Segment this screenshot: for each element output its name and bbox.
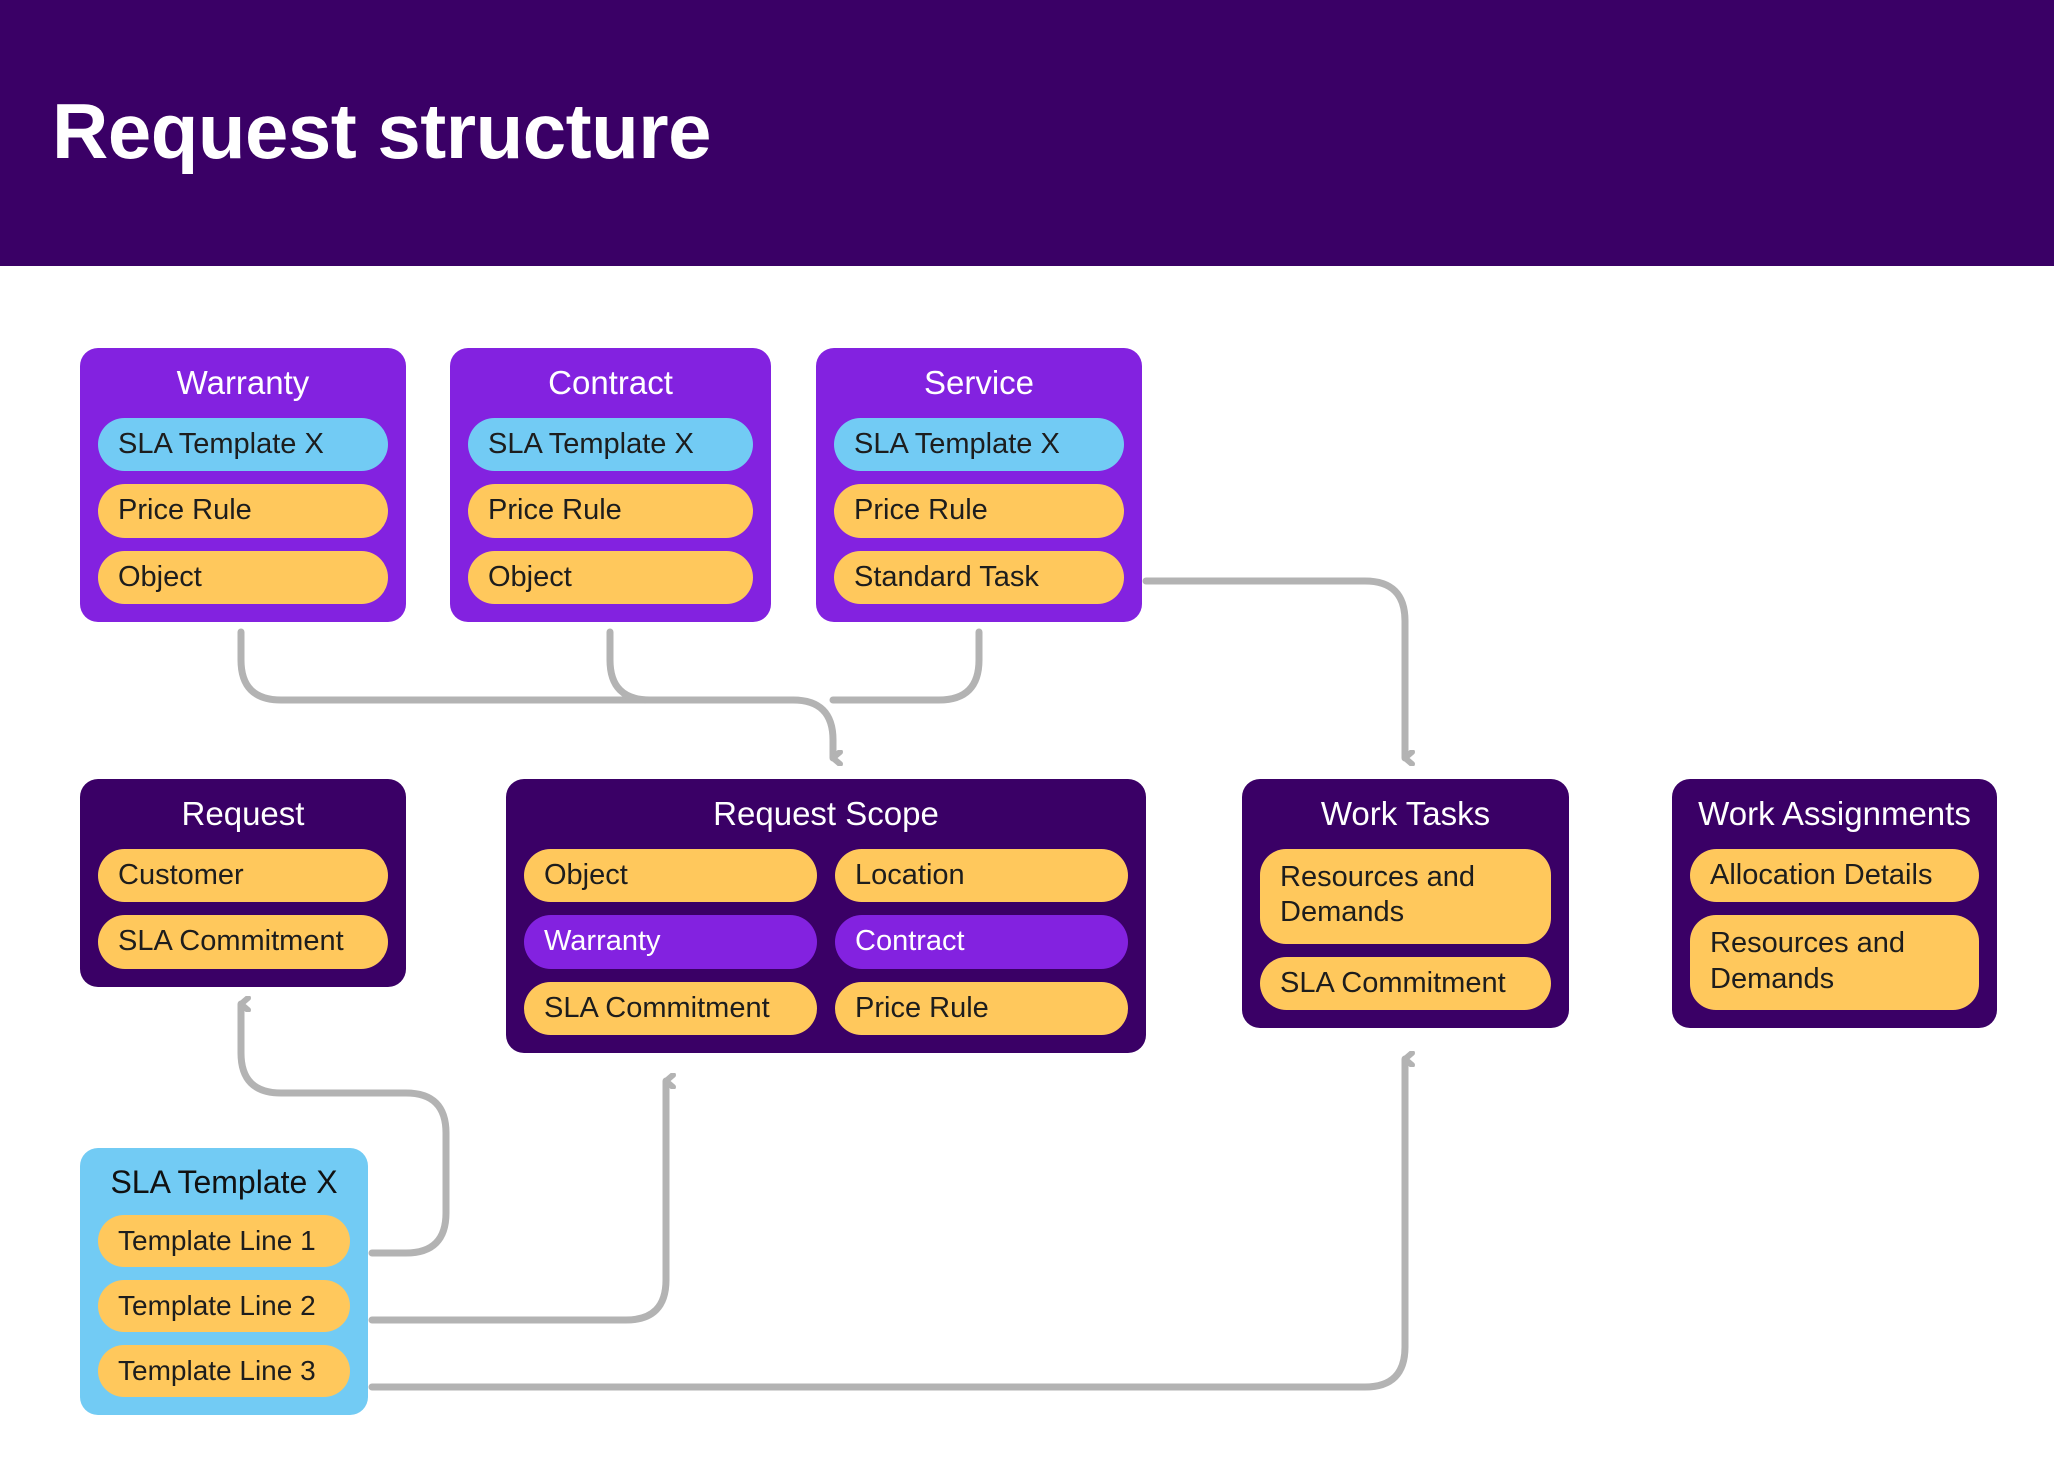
pill-service-standard-task[interactable]: Standard Task bbox=[834, 550, 1124, 605]
card-warranty-items: SLA Template X Price Rule Object bbox=[98, 417, 388, 605]
card-service-title: Service bbox=[923, 364, 1035, 401]
pill-work-assignments-allocation-details[interactable]: Allocation Details bbox=[1690, 848, 1979, 903]
card-request-title: Request bbox=[181, 795, 305, 832]
pill-request-sla-commitment[interactable]: SLA Commitment bbox=[98, 915, 388, 969]
card-service-items: SLA Template X Price Rule Standard Task bbox=[834, 417, 1124, 605]
pill-request-scope-location[interactable]: Location bbox=[835, 848, 1128, 903]
connector-warranty-to-request-scope bbox=[237, 628, 797, 704]
card-work-assignments[interactable]: Work Assignments Allocation Details Reso… bbox=[1672, 779, 1997, 1029]
card-request-items: Customer SLA Commitment bbox=[98, 848, 388, 969]
page-title: Request structure bbox=[52, 87, 712, 175]
pill-warranty-price-rule[interactable]: Price Rule bbox=[98, 484, 388, 538]
pill-request-customer[interactable]: Customer bbox=[98, 848, 388, 903]
card-warranty-title: Warranty bbox=[176, 364, 310, 401]
card-work-tasks-items: Resources and Demands SLA Commitment bbox=[1260, 848, 1551, 1011]
pill-service-price-rule[interactable]: Price Rule bbox=[834, 484, 1124, 538]
connector-contract-to-request-scope bbox=[606, 628, 797, 704]
pill-warranty-sla-template-x[interactable]: SLA Template X bbox=[98, 417, 388, 472]
card-contract-title: Contract bbox=[548, 364, 673, 401]
pill-warranty-object[interactable]: Object bbox=[98, 550, 388, 605]
pill-request-scope-price-rule[interactable]: Price Rule bbox=[835, 981, 1128, 1036]
card-sla-template-x-items: Template Line 1 Template Line 2 Template… bbox=[98, 1214, 350, 1398]
connector-template-line-3-to-work-tasks bbox=[368, 1059, 1405, 1391]
pill-template-line-2[interactable]: Template Line 2 bbox=[98, 1279, 350, 1333]
card-work-tasks-title: Work Tasks bbox=[1320, 795, 1491, 832]
connector-standard-task-to-work-tasks bbox=[1142, 577, 1405, 758]
card-work-assignments-items: Allocation Details Resources and Demands bbox=[1690, 848, 1979, 1011]
card-sla-template-x[interactable]: SLA Template X Template Line 1 Template … bbox=[80, 1148, 368, 1416]
pill-request-scope-sla-commitment[interactable]: SLA Commitment bbox=[524, 981, 817, 1036]
card-contract[interactable]: Contract SLA Template X Price Rule Objec… bbox=[450, 348, 771, 623]
card-work-tasks[interactable]: Work Tasks Resources and Demands SLA Com… bbox=[1242, 779, 1569, 1029]
pill-request-scope-contract[interactable]: Contract bbox=[835, 915, 1128, 969]
card-work-assignments-title: Work Assignments bbox=[1698, 795, 1971, 832]
card-request-scope[interactable]: Request Scope Object Location Warranty C… bbox=[506, 779, 1146, 1054]
pill-contract-object[interactable]: Object bbox=[468, 550, 753, 605]
pill-service-sla-template-x[interactable]: SLA Template X bbox=[834, 417, 1124, 472]
pill-work-assignments-resources-and-demands[interactable]: Resources and Demands bbox=[1690, 915, 1979, 1011]
connector-service-to-request-scope bbox=[829, 628, 983, 704]
card-request-scope-title: Request Scope bbox=[713, 795, 939, 832]
card-warranty[interactable]: Warranty SLA Template X Price Rule Objec… bbox=[80, 348, 406, 623]
pill-work-tasks-sla-commitment[interactable]: SLA Commitment bbox=[1260, 956, 1551, 1011]
pill-work-tasks-resources-and-demands[interactable]: Resources and Demands bbox=[1260, 848, 1551, 944]
pill-contract-price-rule[interactable]: Price Rule bbox=[468, 484, 753, 538]
card-sla-template-x-title: SLA Template X bbox=[110, 1164, 338, 1200]
header-band: Request structure bbox=[0, 0, 2054, 266]
card-request[interactable]: Request Customer SLA Commitment bbox=[80, 779, 406, 987]
pill-template-line-3[interactable]: Template Line 3 bbox=[98, 1345, 350, 1398]
card-contract-items: SLA Template X Price Rule Object bbox=[468, 417, 753, 605]
connector-merge-stem-request-scope bbox=[789, 696, 833, 758]
card-service[interactable]: Service SLA Template X Price Rule Standa… bbox=[816, 348, 1142, 623]
pill-template-line-1[interactable]: Template Line 1 bbox=[98, 1214, 350, 1267]
pill-request-scope-warranty[interactable]: Warranty bbox=[524, 915, 817, 969]
pill-contract-sla-template-x[interactable]: SLA Template X bbox=[468, 417, 753, 472]
connector-template-line-2-to-request-scope bbox=[368, 1081, 666, 1324]
card-request-scope-items: Object Location Warranty Contract SLA Co… bbox=[524, 848, 1128, 1036]
pill-request-scope-object[interactable]: Object bbox=[524, 848, 817, 903]
